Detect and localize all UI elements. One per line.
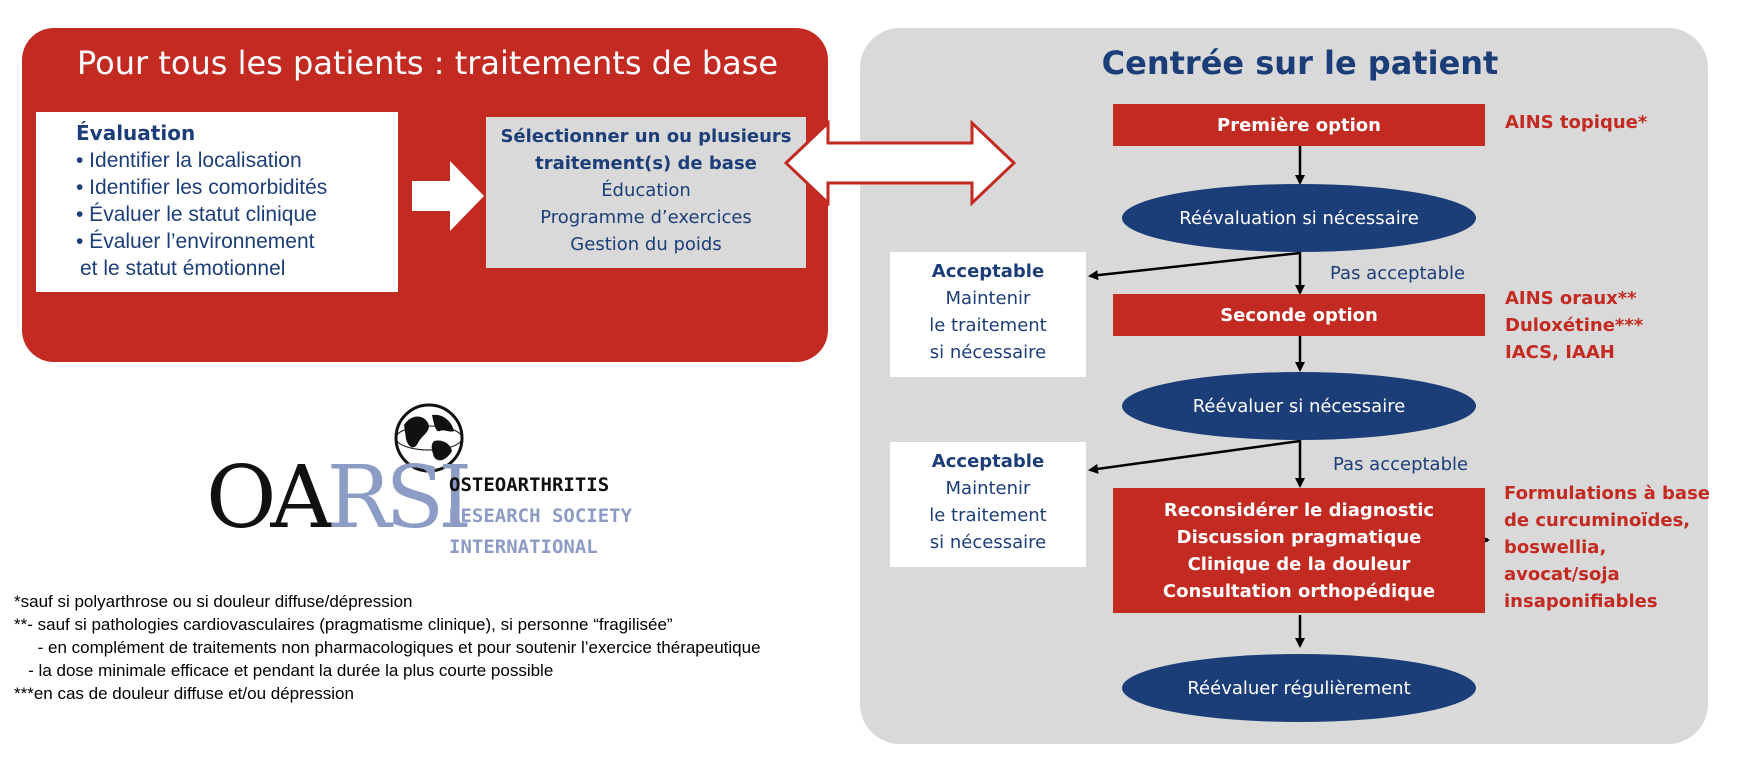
evaluation-item: • Identifier la localisation bbox=[76, 149, 302, 172]
selection-item: Programme d’exercices bbox=[540, 207, 752, 228]
footnote: *sauf si polyarthrose ou si douleur diff… bbox=[14, 592, 413, 611]
acceptable-line: si nécessaire bbox=[929, 532, 1047, 553]
acceptable-line: Maintenir bbox=[945, 288, 1031, 309]
formulation-line: Formulations à base bbox=[1504, 483, 1710, 504]
not-acceptable-label-1: Pas acceptable bbox=[1330, 263, 1466, 284]
acceptable-line: Maintenir bbox=[945, 478, 1031, 499]
acceptable-line: le traitement bbox=[929, 315, 1047, 336]
selection-box: Sélectionner un ou plusieurs traitement(… bbox=[486, 117, 806, 268]
first-option-box: Première option bbox=[1113, 104, 1485, 146]
patient-centred-title: Centrée sur le patient bbox=[1101, 44, 1499, 82]
evaluation-item: • Évaluer l’environnement bbox=[76, 230, 315, 253]
acceptable-heading: Acceptable bbox=[931, 261, 1045, 282]
second-option-drug: IACS, IAAH bbox=[1505, 342, 1615, 363]
reevaluation-ellipse-2: Réévaluer si nécessaire bbox=[1122, 372, 1476, 440]
second-option-box: Seconde option bbox=[1113, 294, 1485, 336]
logo-line: OSTEOARTHRITIS bbox=[449, 474, 610, 496]
footnotes: *sauf si polyarthrose ou si douleur diff… bbox=[14, 590, 761, 705]
acceptable-box-2: Acceptable Maintenir le traitement si né… bbox=[890, 442, 1086, 567]
acceptable-box-1: Acceptable Maintenir le traitement si né… bbox=[890, 252, 1086, 377]
logo-letters-accent: RSI bbox=[326, 448, 473, 548]
second-option-drugs: AINS oraux** Duloxétine*** IACS, IAAH bbox=[1505, 285, 1643, 366]
oarsi-logo-letters: OARSI bbox=[206, 455, 472, 541]
base-treatments-title: Pour tous les patients : traitements de … bbox=[77, 44, 779, 82]
first-option-drug: AINS topique* bbox=[1505, 112, 1648, 133]
evaluation-item: • Évaluer le statut clinique bbox=[76, 203, 317, 226]
acceptable-line: si nécessaire bbox=[929, 342, 1047, 363]
not-acceptable-label-2: Pas acceptable bbox=[1333, 454, 1469, 475]
footnote: - la dose minimale efficace et pendant l… bbox=[14, 661, 554, 680]
formulation-line: de curcuminoïdes, bbox=[1504, 510, 1691, 531]
second-option-drug: Duloxétine*** bbox=[1505, 315, 1644, 336]
evaluation-box: Évaluation • Identifier la localisation … bbox=[36, 112, 398, 292]
reconsider-line: Clinique de la douleur bbox=[1187, 553, 1411, 575]
reevaluation-ellipse-3: Réévaluer régulièrement bbox=[1122, 654, 1476, 722]
footnote: **- sauf si pathologies cardiovasculaire… bbox=[14, 615, 673, 634]
reconsider-line: Consultation orthopédique bbox=[1162, 580, 1436, 602]
logo-line: INTERNATIONAL bbox=[449, 536, 598, 558]
formulation-line: avocat/soja bbox=[1504, 564, 1620, 585]
selection-heading-2: traitement(s) de base bbox=[535, 153, 757, 174]
formulations-list: Formulations à base de curcuminoïdes, bo… bbox=[1504, 480, 1710, 615]
formulation-line: insaponifiables bbox=[1504, 591, 1658, 612]
selection-heading-1: Sélectionner un ou plusieurs bbox=[500, 126, 792, 147]
acceptable-line: le traitement bbox=[929, 505, 1047, 526]
second-option-drug: AINS oraux** bbox=[1505, 288, 1637, 309]
acceptable-heading: Acceptable bbox=[931, 451, 1045, 472]
reconsider-line: Reconsidérer le diagnostic bbox=[1163, 499, 1435, 521]
footnote: - en complément de traitements non pharm… bbox=[14, 638, 761, 657]
footnote: ***en cas de douleur diffuse et/ou dépre… bbox=[14, 684, 354, 703]
evaluation-item: • Identifier les comorbidités bbox=[76, 176, 328, 199]
oarsi-logo-text: OSTEOARTHRITIS RESEARCH SOCIETY INTERNAT… bbox=[449, 470, 632, 563]
selection-item: Éducation bbox=[601, 180, 691, 201]
globe-icon bbox=[394, 403, 464, 473]
reconsider-line: Discussion pragmatique bbox=[1176, 526, 1422, 548]
selection-item: Gestion du poids bbox=[570, 234, 722, 255]
logo-line: RESEARCH SOCIETY bbox=[449, 505, 633, 527]
reconsider-box: Reconsidérer le diagnostic Discussion pr… bbox=[1113, 488, 1485, 613]
right-arrow-icon bbox=[412, 161, 484, 231]
evaluation-item: et le statut émotionnel bbox=[80, 257, 286, 280]
logo-letters-main: OA bbox=[206, 448, 333, 548]
double-arrow-icon bbox=[784, 120, 1016, 206]
reevaluation-ellipse-1: Réévaluation si nécessaire bbox=[1122, 184, 1476, 252]
evaluation-heading: Évaluation bbox=[76, 121, 196, 145]
formulation-line: boswellia, bbox=[1504, 537, 1607, 558]
